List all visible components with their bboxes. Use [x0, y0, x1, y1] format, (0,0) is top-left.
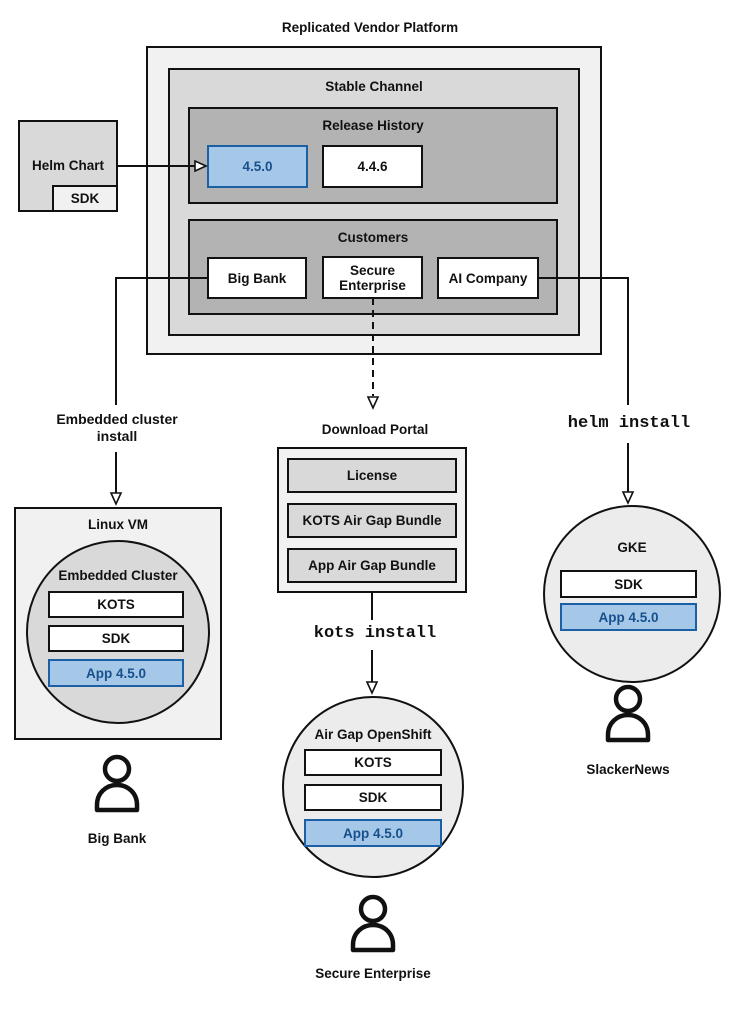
slackernews-user-icon	[605, 684, 651, 743]
linux-vm-kots-box: KOTS	[48, 591, 184, 618]
customer-ai-company: AI Company	[437, 257, 539, 299]
secure-enterprise-user-label: Secure Enterprise	[315, 966, 431, 981]
openshift-sdk-box: SDK	[304, 784, 442, 811]
openshift-app-box: App 4.5.0	[304, 819, 442, 847]
linux-vm-sdk-box: SDK	[48, 625, 184, 652]
diagram-title: Replicated Vendor Platform	[281, 20, 459, 35]
big-bank-user-label: Big Bank	[87, 831, 147, 846]
release-history-label: Release History	[322, 118, 424, 133]
gke-app-box: App 4.5.0	[560, 603, 697, 631]
helm-install-label: helm install	[567, 414, 691, 433]
gke-sdk-box: SDK	[560, 570, 697, 598]
download-portal-label: Download Portal	[321, 422, 429, 437]
air-gap-openshift-label: Air Gap OpenShift	[314, 727, 432, 742]
customer-secure-enterprise: Secure Enterprise	[322, 256, 423, 299]
release-box-4-4-6: 4.4.6	[322, 145, 423, 188]
helm-chart-sdk-box: SDK	[52, 185, 118, 212]
arrowhead-into-linux-vm	[109, 492, 123, 506]
portal-kots-bundle-box: KOTS Air Gap Bundle	[287, 503, 457, 538]
secure-enterprise-user-icon	[350, 894, 396, 953]
portal-app-bundle-box: App Air Gap Bundle	[287, 548, 457, 583]
kots-install-label: kots install	[313, 624, 437, 643]
customer-big-bank: Big Bank	[207, 257, 307, 299]
openshift-kots-box: KOTS	[304, 749, 442, 776]
arrowhead-into-download-portal	[366, 396, 380, 410]
embedded-cluster-install-label: Embedded cluster install	[56, 411, 178, 444]
linux-vm-app-box: App 4.5.0	[48, 659, 184, 687]
release-box-4-5-0: 4.5.0	[207, 145, 308, 188]
big-bank-user-icon	[94, 754, 140, 813]
helm-chart-label: Helm Chart	[31, 158, 104, 173]
portal-license-box: License	[287, 458, 457, 493]
arrowhead-into-gke	[621, 491, 635, 505]
gke-label: GKE	[617, 540, 647, 555]
customers-label: Customers	[337, 230, 409, 245]
linux-vm-label: Linux VM	[88, 517, 148, 532]
stable-channel-label: Stable Channel	[325, 79, 423, 94]
embedded-cluster-label: Embedded Cluster	[58, 568, 178, 583]
arrowhead-into-openshift	[365, 681, 379, 695]
slackernews-user-label: SlackerNews	[586, 762, 670, 777]
